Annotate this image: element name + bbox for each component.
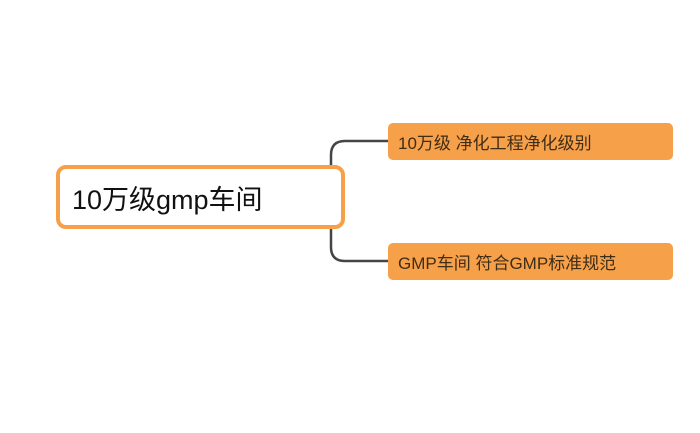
child-node-label: 10万级 净化工程净化级别 bbox=[398, 134, 592, 153]
child-node-label: GMP车间 符合GMP标准规范 bbox=[398, 254, 617, 273]
root-node[interactable]: 10万级gmp车间 bbox=[56, 165, 345, 229]
child-node-purification-level[interactable]: 10万级 净化工程净化级别 bbox=[388, 123, 673, 160]
child-node-gmp-standard[interactable]: GMP车间 符合GMP标准规范 bbox=[388, 243, 673, 280]
root-node-label: 10万级gmp车间 bbox=[72, 184, 263, 215]
